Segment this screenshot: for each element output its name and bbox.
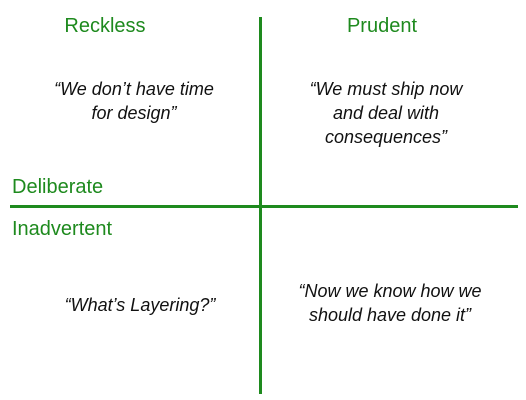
quote-prudent-inadvertent: “Now we know how we should have done it” bbox=[270, 279, 510, 327]
quote-line: “We don’t have time bbox=[54, 79, 214, 99]
quote-reckless-deliberate: “We don’t have time for design” bbox=[14, 77, 254, 125]
quote-line: “What’s Layering?” bbox=[64, 295, 216, 315]
quote-line: and deal with bbox=[332, 103, 440, 123]
quote-line: for design” bbox=[91, 103, 177, 123]
quote-line: should have done it” bbox=[308, 305, 472, 325]
column-label-reckless: Reckless bbox=[64, 15, 146, 37]
row-label-inadvertent: Inadvertent bbox=[12, 218, 113, 240]
quote-reckless-inadvertent: “What’s Layering?” bbox=[20, 293, 260, 317]
column-label-prudent: Prudent bbox=[346, 15, 418, 37]
horizontal-axis-line bbox=[10, 205, 518, 208]
quote-line: “Now we know how we bbox=[298, 281, 482, 301]
quote-line: consequences” bbox=[324, 127, 448, 147]
quote-prudent-deliberate: “We must ship now and deal with conseque… bbox=[266, 77, 506, 149]
row-label-deliberate: Deliberate bbox=[12, 176, 104, 198]
quote-line: “We must ship now bbox=[309, 79, 463, 99]
